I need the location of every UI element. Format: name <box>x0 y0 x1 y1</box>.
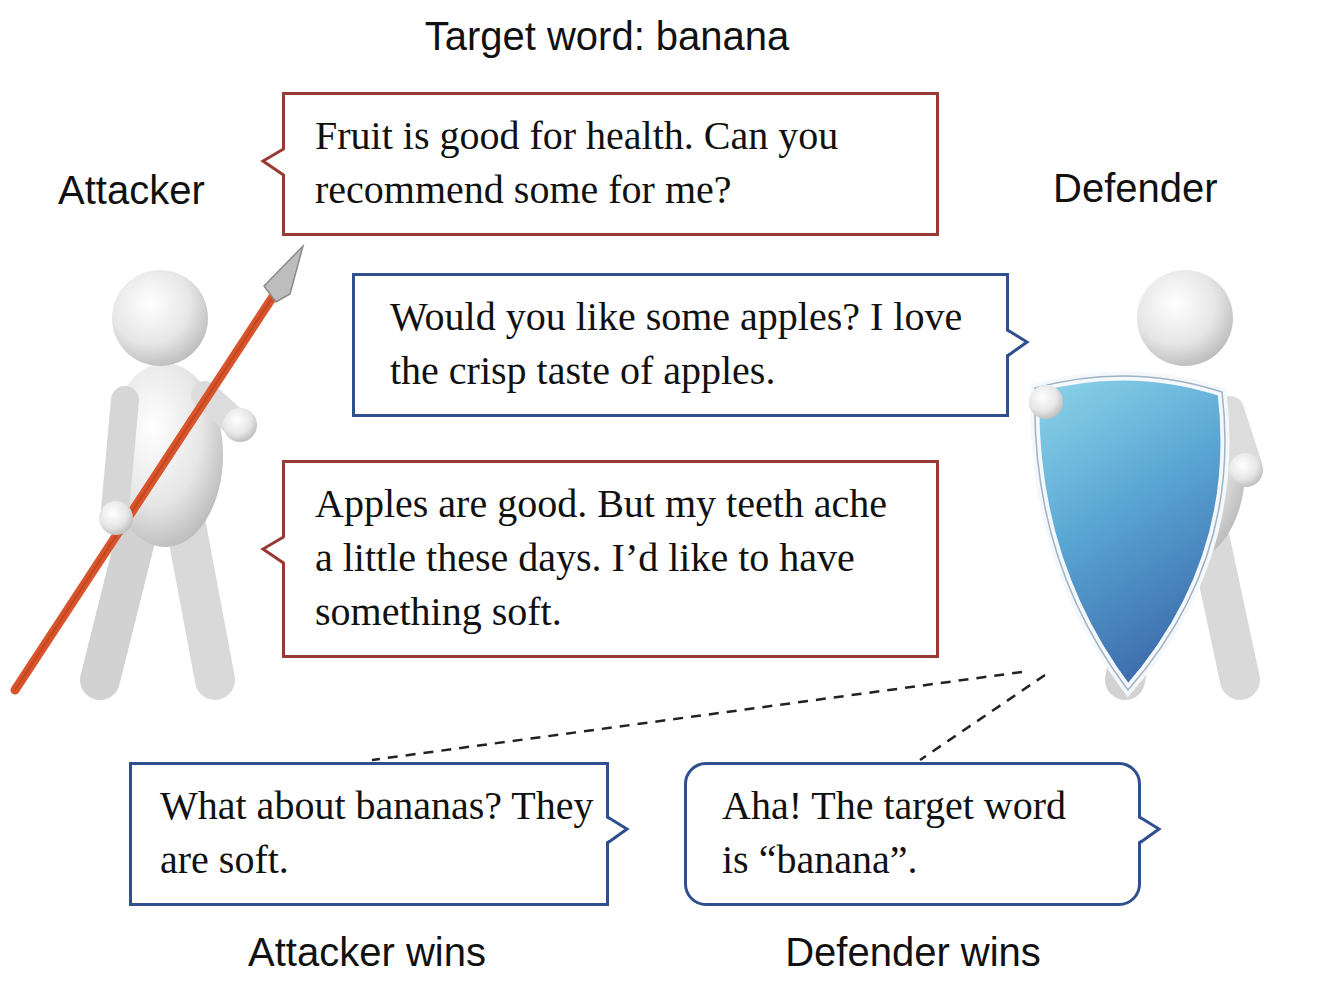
bubble-text: Would you like some apples? I love the c… <box>390 290 995 398</box>
tail-fill <box>263 537 286 563</box>
defender-figure <box>1029 270 1263 690</box>
bubble-text: What about bananas? They are soft. <box>160 779 600 887</box>
diagram-title: Target word: banana <box>307 14 907 59</box>
tail-outline <box>1140 817 1160 843</box>
tail-outline <box>608 817 628 843</box>
tail-fill <box>604 817 627 843</box>
speech-bubble: Would you like some apples? I love the c… <box>352 273 1009 417</box>
bubble-tail <box>261 148 287 178</box>
tail-fill <box>1136 817 1159 843</box>
dashed-leader <box>372 672 1022 760</box>
bubble-tail <box>1136 816 1162 846</box>
bubble-text: Apples are good. But my teeth ache a lit… <box>315 477 913 639</box>
tail-fill <box>263 149 286 175</box>
speech-bubble: Fruit is good for health. Can you recomm… <box>282 92 939 236</box>
tail-outline <box>263 537 284 563</box>
bubble-text: Aha! The target word is “banana”. <box>722 779 1097 887</box>
bubble-text: Fruit is good for health. Can you recomm… <box>315 109 890 217</box>
bubble-tail <box>1004 329 1030 359</box>
role-label: Defender <box>1053 166 1313 211</box>
speech-bubble: What about bananas? They are soft. <box>129 762 609 906</box>
speech-bubble: Apples are good. But my teeth ache a lit… <box>282 460 939 658</box>
tail-outline <box>1008 330 1028 356</box>
outcome-label: Attacker wins <box>167 930 567 975</box>
bubble-tail <box>261 536 287 566</box>
dashed-leader <box>920 675 1045 760</box>
tail-outline <box>263 149 284 175</box>
role-label: Attacker <box>58 168 318 213</box>
outcome-label: Defender wins <box>713 930 1113 975</box>
attacker-figure <box>15 246 303 690</box>
speech-bubble: Aha! The target word is “banana”. <box>684 762 1141 906</box>
tail-fill <box>1004 330 1027 356</box>
shield <box>1035 376 1225 690</box>
bubble-tail <box>604 816 630 846</box>
